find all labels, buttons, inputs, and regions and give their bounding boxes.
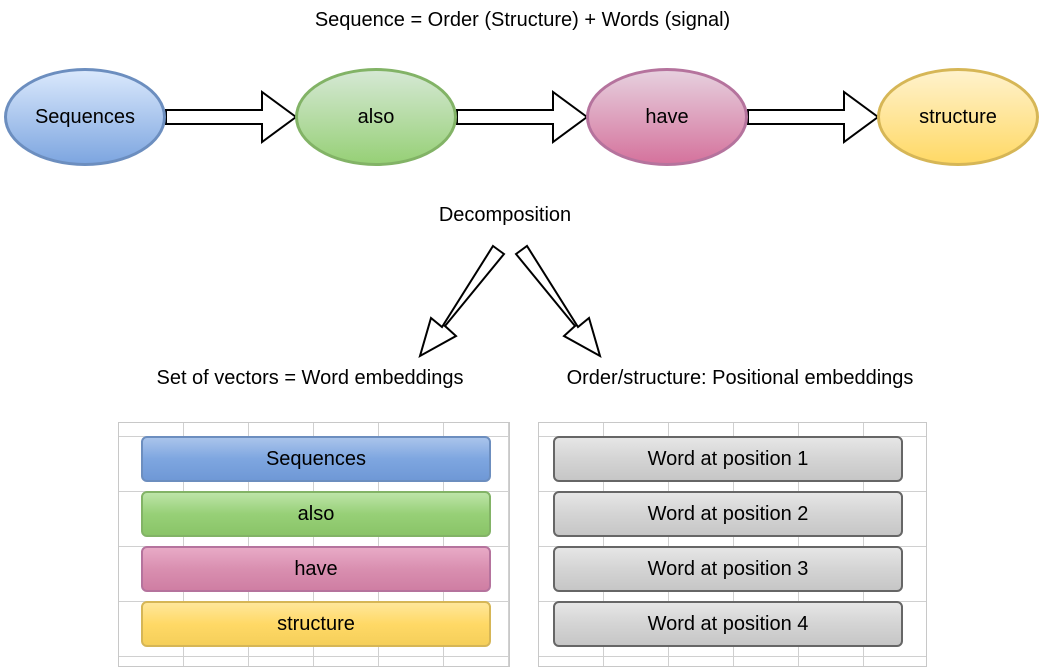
diagram-title: Sequence = Order (Structure) + Words (si… xyxy=(314,9,731,31)
bar-label: have xyxy=(294,557,338,580)
bar-label: Word at position 1 xyxy=(647,447,809,470)
word-embedding-bar: also xyxy=(141,491,491,537)
node-label: Sequences xyxy=(34,105,136,128)
flow-arrow-3 xyxy=(747,90,880,144)
bar-label: structure xyxy=(277,612,355,635)
bar-label: Word at position 2 xyxy=(647,502,809,525)
node-also: also xyxy=(295,68,457,166)
node-sequences: Sequences xyxy=(4,68,166,166)
decomposition-arrow-right xyxy=(514,244,602,359)
positional-embeddings-label: Order/structure: Positional embeddings xyxy=(566,367,914,389)
word-embedding-bar: structure xyxy=(141,601,491,647)
bar-label: also xyxy=(297,502,335,525)
positional-embedding-bar: Word at position 4 xyxy=(553,601,903,647)
word-embeddings-label: Set of vectors = Word embeddings xyxy=(156,367,464,389)
positional-embedding-bar: Word at position 3 xyxy=(553,546,903,592)
node-label: have xyxy=(645,105,689,128)
bar-label: Sequences xyxy=(265,447,367,470)
positional-embedding-bar: Word at position 1 xyxy=(553,436,903,482)
word-embedding-bar: have xyxy=(141,546,491,592)
node-structure: structure xyxy=(877,68,1039,166)
node-label: structure xyxy=(919,105,997,128)
bar-label: Word at position 4 xyxy=(647,612,809,635)
flow-arrow-1 xyxy=(165,90,298,144)
decomposition-arrow-left xyxy=(418,244,506,359)
node-label: also xyxy=(357,105,395,128)
flow-arrow-2 xyxy=(456,90,589,144)
decomposition-label: Decomposition xyxy=(438,204,572,226)
bar-label: Word at position 3 xyxy=(647,557,809,580)
word-embedding-bar: Sequences xyxy=(141,436,491,482)
node-have: have xyxy=(586,68,748,166)
positional-embedding-bar: Word at position 2 xyxy=(553,491,903,537)
